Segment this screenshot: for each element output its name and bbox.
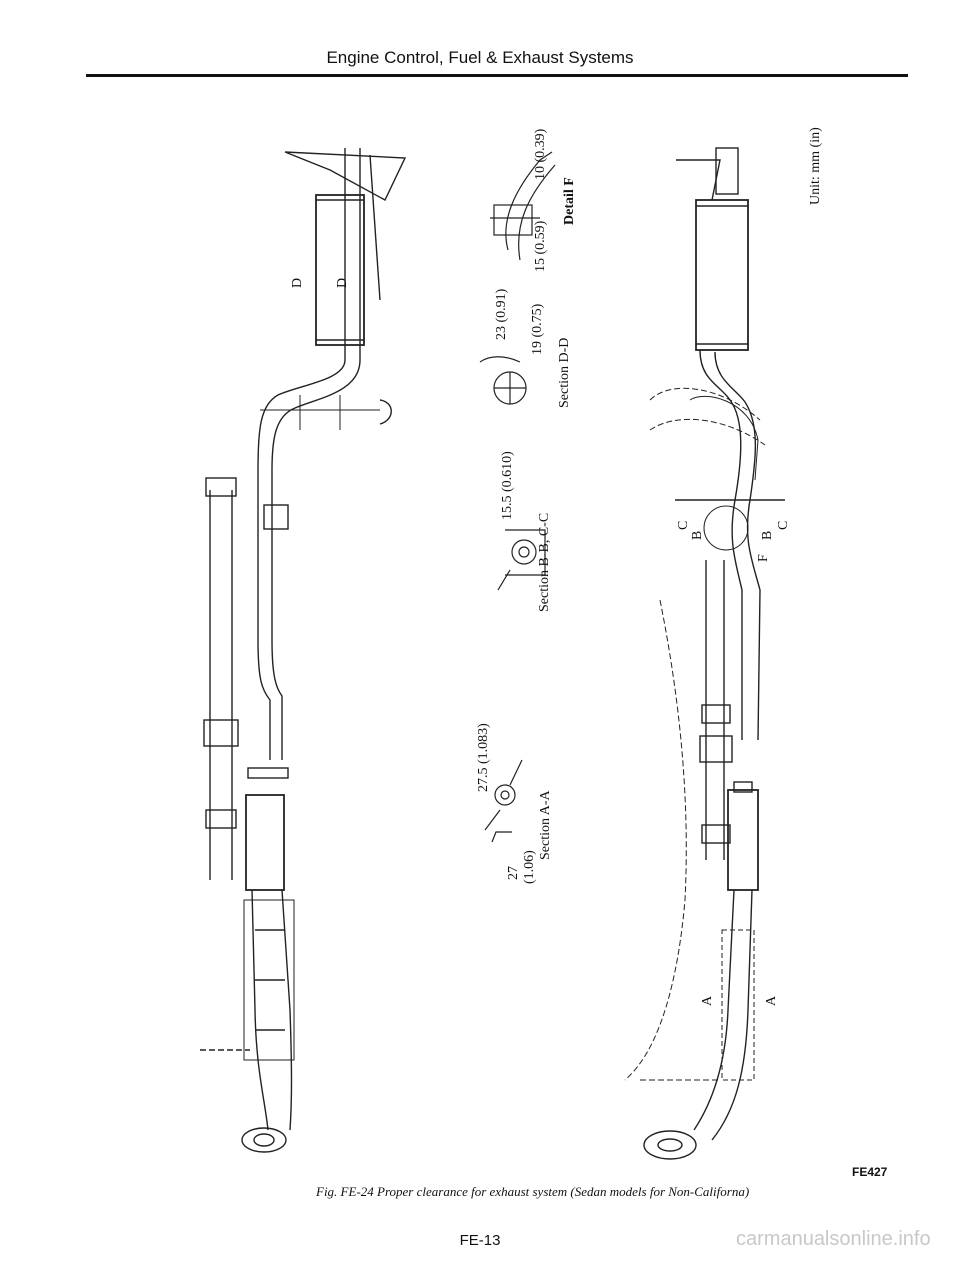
title-rule <box>86 74 908 77</box>
watermark: carmanualsonline.info <box>736 1228 931 1250</box>
unit-label: Unit: mm (in) <box>808 127 823 205</box>
left-exhaust-assembly <box>200 148 407 1153</box>
marker-a-left: A <box>700 995 715 1006</box>
dim-1-06-label: (1.06) <box>522 850 537 884</box>
section-bb-cc-label: Section B-B, C-C <box>537 512 552 612</box>
dim-15-label: 15 (0.59) <box>533 220 548 272</box>
marker-d-upper: D <box>290 277 305 288</box>
marker-c-right: C <box>776 520 791 530</box>
page-title: Engine Control, Fuel & Exhaust Systems <box>326 48 634 67</box>
caption-prefix: Fig. FE-24 <box>316 1184 374 1199</box>
marker-b-right: B <box>760 530 775 540</box>
page-number: FE-13 <box>459 1232 501 1249</box>
dim-19-label: 19 (0.75) <box>530 303 545 355</box>
dim-15-5-label: 15.5 (0.610) <box>500 451 515 520</box>
dim-27-label: 27 <box>506 866 521 880</box>
figure-caption: Fig. FE-24 Proper clearance for exhaust … <box>0 1184 960 1200</box>
dim-23-label: 23 (0.91) <box>494 288 509 340</box>
dim-10-label: 10 (0.39) <box>533 128 548 180</box>
marker-c-left: C <box>676 520 691 530</box>
marker-a-right: A <box>764 995 779 1006</box>
caption-text: Proper clearance for exhaust system (Sed… <box>377 1184 750 1199</box>
section-aa-label: Section A-A <box>538 790 553 860</box>
marker-b-left: B <box>690 530 705 540</box>
figure-code: FE427 <box>852 1165 888 1179</box>
section-dd-label: Section D-D <box>557 337 572 408</box>
detail-f-label: Detail F <box>562 177 577 225</box>
section-details <box>479 151 556 843</box>
marker-f: F <box>756 554 771 562</box>
dim-27-5-label: 27.5 (1.083) <box>476 723 491 792</box>
marker-d-lower: D <box>335 277 350 288</box>
right-exhaust-assembly <box>624 147 785 1160</box>
